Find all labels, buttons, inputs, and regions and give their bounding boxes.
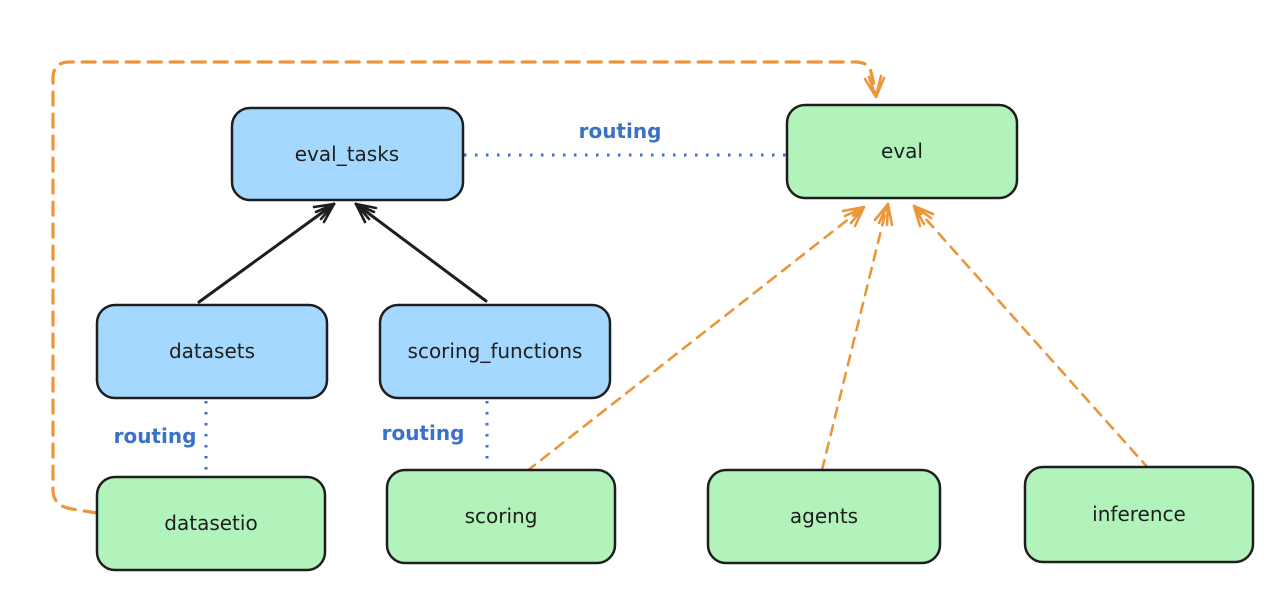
node-label: datasetio <box>164 511 257 535</box>
node-box <box>706 468 942 565</box>
edge-scoring-functions-to-eval-tasks <box>354 202 488 303</box>
node-scoring-functions: scoring_functions <box>378 303 612 400</box>
node-label: scoring_functions <box>408 339 583 363</box>
solid-line <box>354 202 488 303</box>
edge-datasetio-to-eval <box>51 60 886 515</box>
node-eval: eval <box>785 103 1019 200</box>
arrowhead-icon <box>354 202 378 224</box>
node-scoring: scoring <box>385 468 617 565</box>
arrowhead-icon <box>841 205 866 228</box>
arrowhead-down-icon <box>863 74 886 99</box>
node-inference: inference <box>1023 465 1255 564</box>
routing-edge-label: routing <box>579 119 662 143</box>
edge-inference-to-eval <box>912 204 1151 471</box>
dashed-line <box>525 205 866 473</box>
node-label: scoring <box>465 504 538 528</box>
node-datasetio: datasetio <box>95 475 327 572</box>
node-box <box>785 103 1019 200</box>
node-box <box>230 106 465 202</box>
node-box <box>95 475 327 572</box>
arrowhead-icon <box>312 202 336 224</box>
node-label: inference <box>1092 502 1186 526</box>
node-box <box>1023 465 1255 564</box>
node-label: eval_tasks <box>295 142 399 166</box>
node-datasets: datasets <box>95 303 329 400</box>
node-label: datasets <box>169 339 255 363</box>
routing-edge-label: routing <box>114 424 197 448</box>
dashed-line <box>914 206 1151 471</box>
edge-scoring-functions-to-scoring: routing <box>382 401 489 466</box>
edge-agents-to-eval <box>820 202 894 472</box>
dashed-line <box>820 204 889 472</box>
routing-edge-label: routing <box>382 421 465 445</box>
node-eval-tasks: eval_tasks <box>230 106 465 202</box>
node-label: eval <box>881 139 923 163</box>
node-box <box>385 468 617 565</box>
edge-scoring-to-eval <box>525 205 866 473</box>
node-label: agents <box>790 504 858 528</box>
edge-eval-tasks-to-eval: routing <box>464 119 786 157</box>
node-agents: agents <box>706 468 942 565</box>
arrowhead-icon <box>912 204 935 228</box>
node-box <box>95 303 329 400</box>
solid-line <box>197 202 336 304</box>
node-box <box>378 303 612 400</box>
arrowhead-icon <box>873 202 894 227</box>
edge-datasets-to-datasetio: routing <box>114 401 208 550</box>
edge-datasets-to-eval-tasks <box>197 202 336 304</box>
